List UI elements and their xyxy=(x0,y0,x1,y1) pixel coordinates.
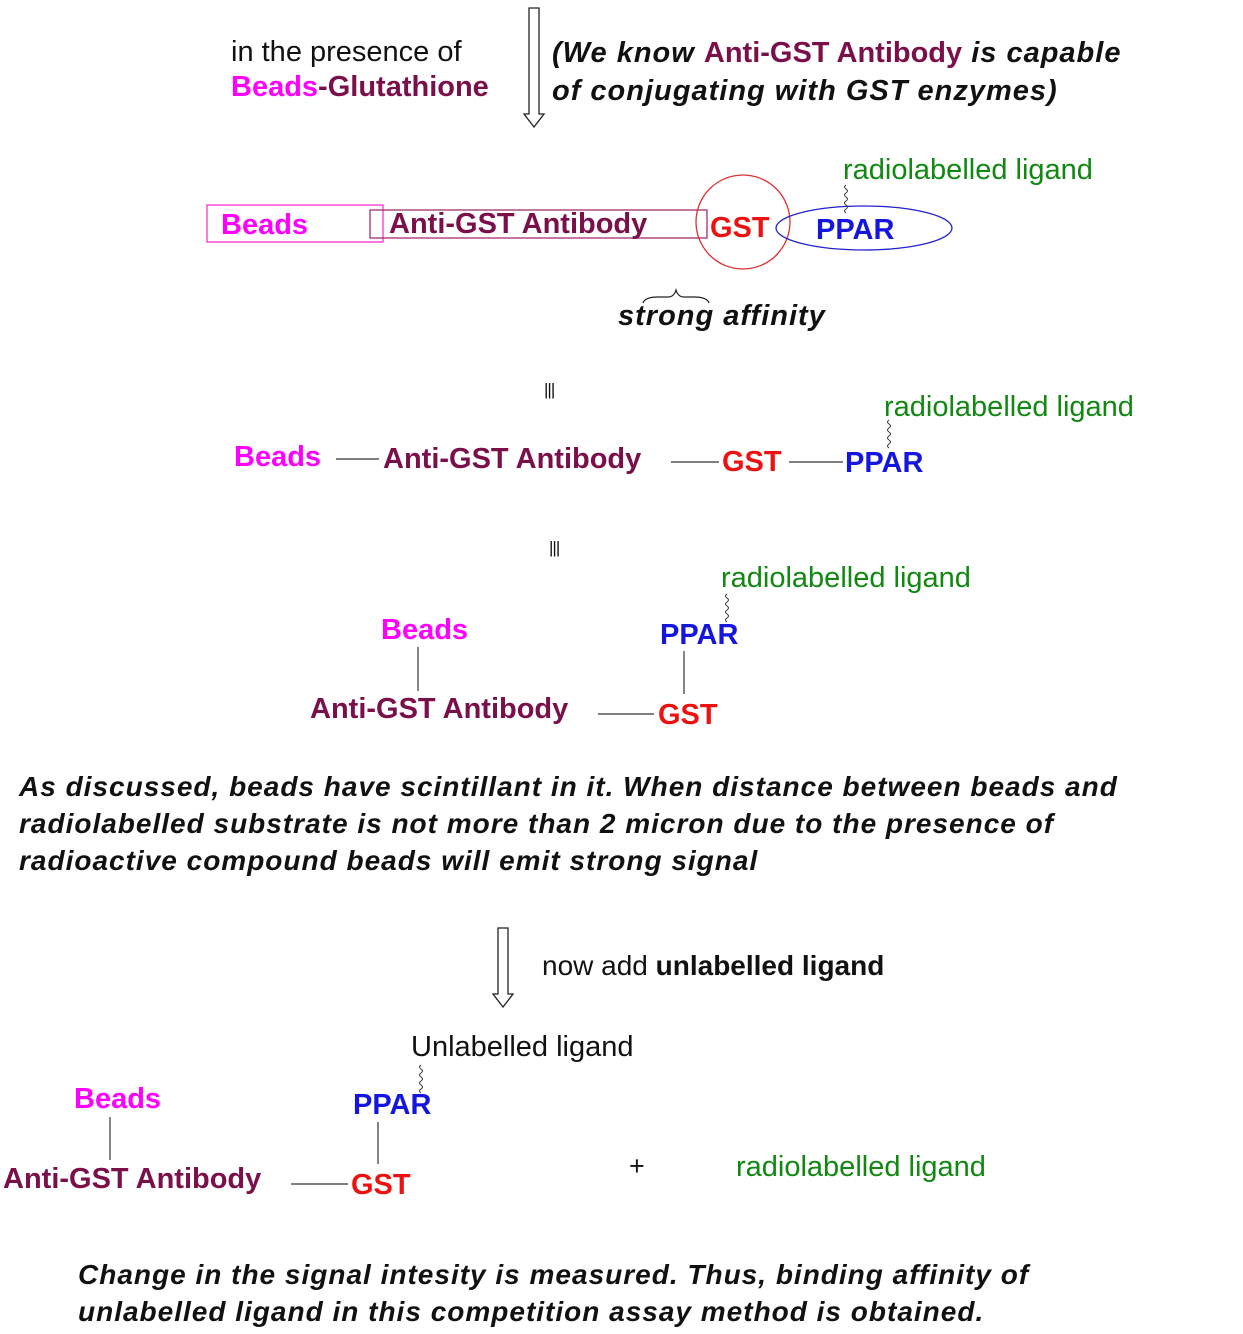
c2-ppar: PPAR xyxy=(845,447,924,479)
antibody-box xyxy=(369,209,708,239)
affinity-brace xyxy=(642,287,710,304)
reagent-beads: Beads xyxy=(231,71,319,103)
c3-gst: GST xyxy=(658,699,718,731)
c4-antibody: Anti-GST Antibody xyxy=(3,1163,262,1195)
c1-beads: Beads xyxy=(221,209,309,241)
step2-bold: unlabelled ligand xyxy=(655,950,885,981)
plus-sign: + xyxy=(629,1151,645,1181)
ligand-wavy-link-4 xyxy=(419,1064,423,1094)
reagent-glutathione: -Glutathione xyxy=(318,71,489,103)
c2-gst: GST xyxy=(722,446,782,478)
c4-gst: GST xyxy=(351,1169,411,1201)
reagent-label: Beads-Glutathione xyxy=(231,73,489,102)
ligand-wavy-link-2 xyxy=(887,419,891,449)
note-antibody: Anti-GST Antibody xyxy=(703,37,963,69)
c1-gst: GST xyxy=(710,212,770,244)
discussion-line-2: radiolabelled substrate is not more than… xyxy=(19,808,1055,839)
presence-text: in the presence of xyxy=(231,36,462,68)
step2-prefix: now add xyxy=(542,950,656,981)
c1-affinity-label: strong affinity xyxy=(618,300,826,332)
c3-ligand: radiolabelled ligand xyxy=(721,562,971,594)
c4-beads: Beads xyxy=(74,1083,162,1115)
note-line-1: (We know Anti-GST Antibody is capable xyxy=(552,39,1121,68)
down-arrow-1 xyxy=(522,7,546,129)
note-line-2: of conjugating with GST enzymes) xyxy=(552,75,1058,107)
note-open: (We know xyxy=(552,37,704,69)
ligand-wavy-link-1 xyxy=(844,184,848,214)
gst-circle xyxy=(695,174,791,270)
c2-beads: Beads xyxy=(234,441,322,473)
conclusion-line-2: unlabelled ligand in this competition as… xyxy=(78,1296,985,1327)
discussion-line-1: As discussed, beads have scintillant in … xyxy=(19,771,1118,802)
step2-label: now add unlabelled ligand xyxy=(542,952,884,980)
c2-antibody: Anti-GST Antibody xyxy=(383,443,642,475)
conclusion-line-1: Change in the signal intesity is measure… xyxy=(78,1259,1030,1290)
c4-free-ligand: radiolabelled ligand xyxy=(736,1151,986,1183)
c3-antibody: Anti-GST Antibody xyxy=(310,693,569,725)
down-arrow-2 xyxy=(491,927,515,1009)
ppar-ellipse xyxy=(775,205,953,251)
c1-ppar: PPAR xyxy=(816,214,895,246)
c4-unlabelled-ligand: Unlabelled ligand xyxy=(411,1031,634,1063)
beads-box xyxy=(206,204,384,243)
c4-ppar: PPAR xyxy=(353,1089,432,1121)
note-mid: is capable xyxy=(962,37,1122,69)
c3-beads: Beads xyxy=(381,614,469,646)
discussion-line-3: radioactive compound beads will emit str… xyxy=(19,845,759,876)
ligand-wavy-link-3 xyxy=(725,593,729,623)
c1-ligand: radiolabelled ligand xyxy=(843,154,1093,186)
equivalence-symbol-1: ||| xyxy=(544,380,555,399)
equivalence-symbol-2: ||| xyxy=(549,538,560,557)
c1-antibody: Anti-GST Antibody xyxy=(389,208,648,240)
c3-ppar: PPAR xyxy=(660,619,739,651)
c2-ligand: radiolabelled ligand xyxy=(884,391,1134,423)
